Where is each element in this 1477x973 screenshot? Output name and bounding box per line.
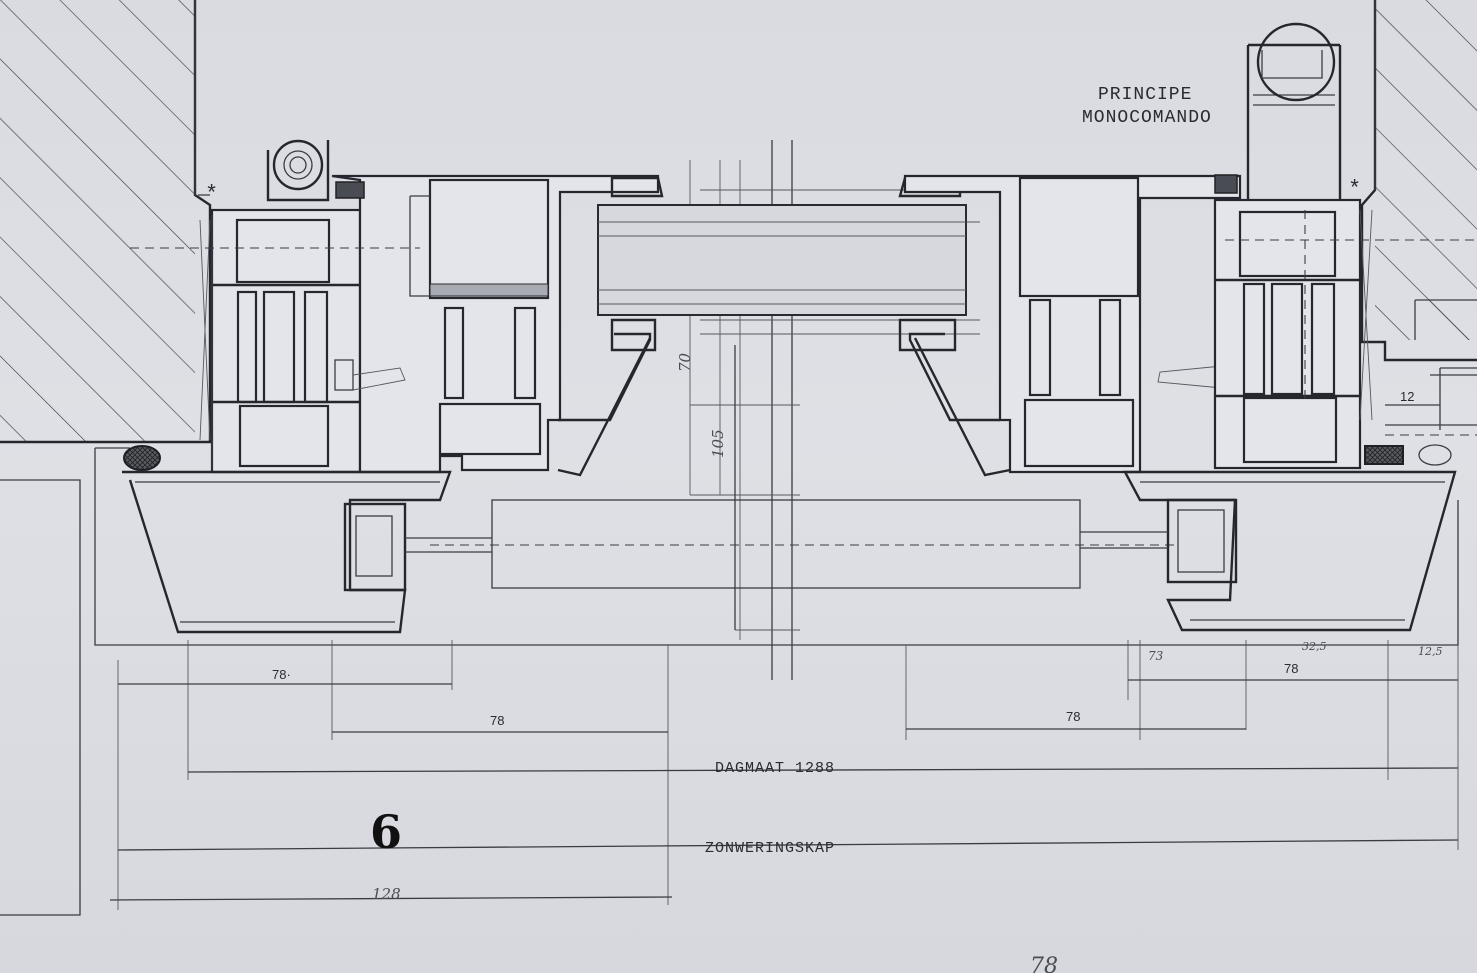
roller-box bbox=[491, 499, 1081, 589]
hand-105: 105 bbox=[709, 429, 727, 458]
seals bbox=[123, 444, 1452, 471]
dim-128: 128 bbox=[372, 885, 401, 903]
left-rail-housing bbox=[122, 470, 492, 634]
left-frame-profile bbox=[198, 139, 362, 474]
hand-bottom-scribble: 78 bbox=[1030, 954, 1058, 973]
asterisk-right-icon: * bbox=[1348, 177, 1362, 202]
dim-78-right-mid: 78 bbox=[1066, 709, 1080, 724]
dim-78-right-top: 78 bbox=[1284, 661, 1298, 676]
hand-70: 70 bbox=[676, 352, 694, 372]
right-frame-profile bbox=[1213, 22, 1373, 470]
glazing-unit bbox=[597, 176, 967, 352]
label-dagmaat: DAGMAAT 1288 bbox=[715, 760, 835, 777]
sheet-number: 6 bbox=[370, 805, 402, 859]
frame-outline bbox=[94, 447, 1459, 646]
label-zonweringskap: ZONWERINGSKAP bbox=[705, 840, 835, 857]
hand-125: 12,5 bbox=[1418, 645, 1443, 658]
center-lines bbox=[130, 239, 1477, 546]
right-sash-profile bbox=[903, 174, 1242, 477]
left-wall bbox=[0, 0, 212, 916]
right-wall bbox=[1360, 0, 1477, 430]
hand-73: 73 bbox=[1148, 649, 1164, 663]
dimension-lines bbox=[109, 345, 1459, 910]
right-rail-housing bbox=[1080, 470, 1457, 632]
label-monocomando: MONOCOMANDO bbox=[1082, 108, 1212, 128]
dim-12: 12 bbox=[1400, 389, 1414, 404]
asterisk-left-icon: * bbox=[205, 182, 219, 207]
dim-78-left-top: 78· bbox=[272, 667, 291, 682]
left-sash-profile bbox=[331, 174, 660, 477]
annotations: PRINCIPE MONOCOMANDO 78· 78 78 78 12 128… bbox=[205, 85, 1443, 973]
label-principe: PRINCIPE bbox=[1098, 85, 1192, 105]
hand-325: 32,5 bbox=[1302, 640, 1327, 653]
dim-78-left-mid: 78 bbox=[490, 713, 504, 728]
